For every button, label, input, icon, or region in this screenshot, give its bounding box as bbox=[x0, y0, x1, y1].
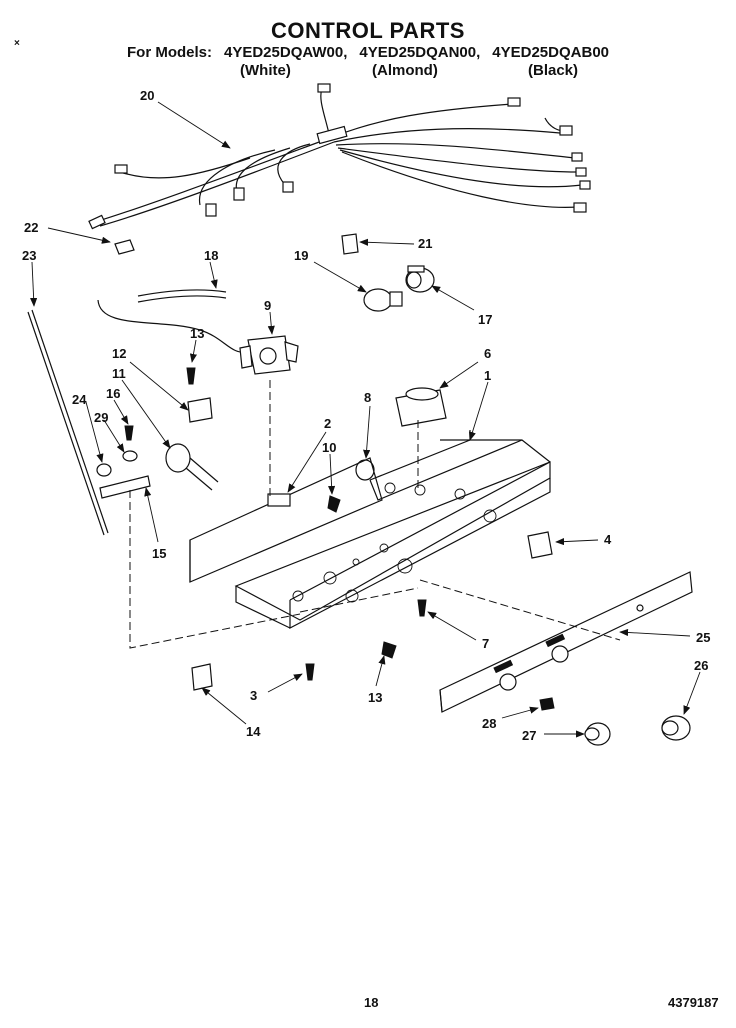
part-13-screw-bottom bbox=[381, 641, 397, 659]
part-13-screw-top bbox=[186, 367, 196, 385]
callout-4: 4 bbox=[604, 532, 612, 547]
part-7-screw bbox=[417, 599, 427, 617]
models-line: For Models: 4YED25DQAW00, 4YED25DQAN00, 4YE… bbox=[0, 44, 736, 61]
part-19-light-bulb bbox=[363, 288, 403, 312]
corner-mark: × bbox=[14, 38, 20, 49]
callout-21: 21 bbox=[418, 236, 432, 251]
part-1-control-housing bbox=[234, 430, 551, 629]
model-almond: 4YED25DQAN00, bbox=[359, 44, 481, 61]
part-4-clip bbox=[527, 531, 553, 559]
part-28-insert bbox=[539, 697, 555, 711]
callout-26: 26 bbox=[694, 658, 708, 673]
callout-12: 12 bbox=[112, 346, 126, 361]
part-15-bracket bbox=[99, 475, 151, 499]
callout-14: 14 bbox=[246, 724, 261, 739]
callout-1: 1 bbox=[484, 368, 491, 383]
assembly-lines bbox=[129, 380, 621, 649]
callout-17: 17 bbox=[478, 312, 492, 327]
callout-7: 7 bbox=[482, 636, 489, 651]
callout-22: 22 bbox=[24, 220, 38, 235]
color-black: (Black) bbox=[528, 62, 579, 79]
callout-15: 15 bbox=[152, 546, 166, 561]
document-number: 4379187 bbox=[668, 995, 719, 1010]
callout-9: 9 bbox=[264, 298, 271, 313]
callout-10: 10 bbox=[322, 440, 336, 455]
part-6-defrost-timer bbox=[395, 387, 447, 427]
part-22-clip bbox=[114, 239, 135, 255]
callout-28: 28 bbox=[482, 716, 496, 731]
callout-18: 18 bbox=[204, 248, 218, 263]
part-2-bracket bbox=[189, 457, 383, 583]
callout-16: 16 bbox=[106, 386, 120, 401]
callout-24: 24 bbox=[72, 392, 87, 407]
part-9-cold-control bbox=[97, 299, 299, 375]
page-number: 18 bbox=[364, 995, 379, 1010]
part-29-screw bbox=[124, 425, 134, 441]
part-12-clip bbox=[187, 397, 213, 423]
callout-25: 25 bbox=[696, 630, 710, 645]
model-black: 4YED25DQAB00 bbox=[492, 44, 609, 61]
page-title: CONTROL PARTS bbox=[271, 18, 465, 43]
part-11-control bbox=[165, 443, 219, 491]
part-25-control-panel bbox=[439, 571, 693, 713]
callout-3: 3 bbox=[250, 688, 257, 703]
models-prefix: For Models: bbox=[127, 44, 212, 61]
part-23-rod bbox=[27, 309, 109, 536]
callout-8: 8 bbox=[364, 390, 371, 405]
callout-27: 27 bbox=[522, 728, 536, 743]
callout-numbers: 20 22 23 18 19 21 17 9 13 6 1 12 11 16 8… bbox=[22, 88, 710, 743]
callout-23: 23 bbox=[22, 248, 36, 263]
callout-6: 6 bbox=[484, 346, 491, 361]
callout-11: 11 bbox=[112, 366, 126, 381]
callout-29: 29 bbox=[94, 410, 108, 425]
part-10-screw bbox=[327, 495, 341, 513]
part-21-clip bbox=[341, 233, 359, 255]
part-18-tube bbox=[137, 289, 227, 303]
model-white: 4YED25DQAW00, bbox=[224, 44, 348, 61]
part-27-knob bbox=[584, 722, 611, 746]
part-14-bracket bbox=[191, 663, 213, 691]
part-24-nut bbox=[96, 463, 112, 477]
callout-13-bottom: 13 bbox=[368, 690, 382, 705]
callout-13-top: 13 bbox=[190, 326, 204, 341]
part-16-washer bbox=[122, 450, 138, 462]
callout-2: 2 bbox=[324, 416, 331, 431]
callout-leaders bbox=[30, 101, 701, 738]
callout-20: 20 bbox=[140, 88, 154, 103]
color-white: (White) bbox=[240, 62, 291, 79]
part-26-knob bbox=[661, 715, 691, 741]
wiring-harness bbox=[88, 83, 591, 230]
part-17-light-socket bbox=[405, 265, 435, 293]
callout-19: 19 bbox=[294, 248, 308, 263]
part-3-screw bbox=[305, 663, 315, 681]
color-almond: (Almond) bbox=[372, 62, 438, 79]
